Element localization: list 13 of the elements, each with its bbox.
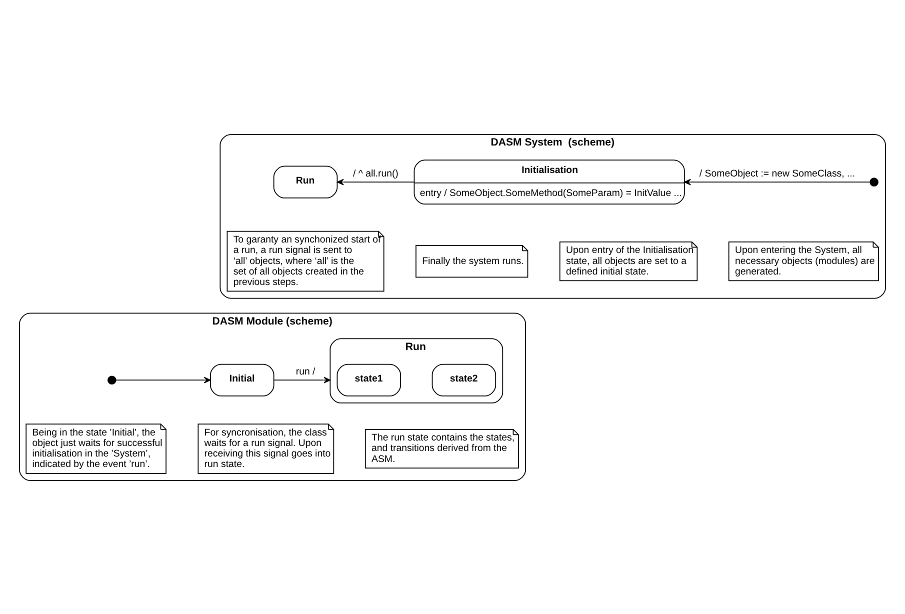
node-box: Run — [273, 165, 338, 198]
arrow — [336, 178, 415, 185]
edge-label: / SomeObject := new SomeClass, ... — [699, 168, 856, 180]
arrow — [274, 376, 331, 383]
edge-label: run / — [296, 366, 316, 378]
arrow — [684, 178, 870, 185]
edge-label: / ^ all.run() — [353, 168, 398, 180]
arrow — [116, 376, 211, 383]
node-box: Initial — [210, 363, 274, 396]
node-box: state1 — [336, 363, 402, 396]
node-circle — [108, 375, 116, 384]
node-circle — [870, 177, 878, 186]
node-box: state2 — [432, 363, 496, 396]
